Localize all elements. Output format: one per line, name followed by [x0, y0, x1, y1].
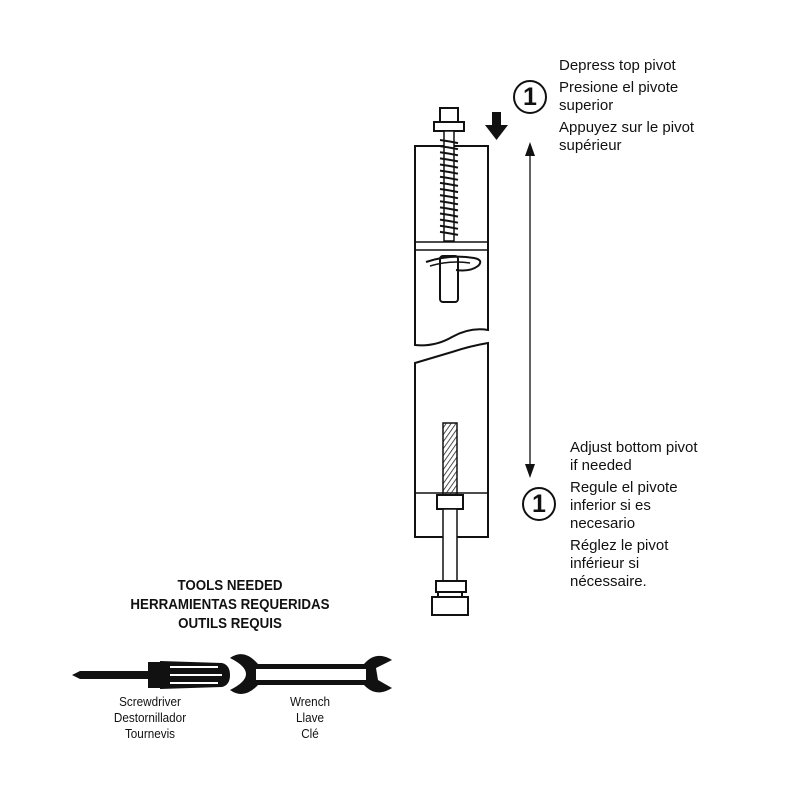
- step-bottom-line-fr-3: nécessaire.: [570, 573, 647, 590]
- step-bottom-line-fr-1: Réglez le pivot: [570, 537, 669, 554]
- wrench-label-fr: Clé: [301, 726, 319, 741]
- step-top-line-es-1: Presione el pivote: [559, 79, 679, 96]
- tools-title: TOOLS NEEDED HERRAMIENTAS REQUERIDAS OUT…: [110, 577, 349, 634]
- arrow-down-icon: [485, 112, 508, 140]
- tools-title-es: HERRAMIENTAS REQUERIDAS: [130, 597, 330, 613]
- step-top-line-fr-2: supérieur: [559, 137, 622, 154]
- step-number-top: 1: [513, 80, 547, 114]
- wrench-label-en: Wrench: [289, 694, 331, 709]
- double-arrow-icon: [525, 142, 535, 478]
- step-number-bottom: 1: [522, 487, 556, 521]
- tools-title-fr: OUTILS REQUIS: [178, 616, 282, 632]
- pivot-clip: [425, 255, 482, 303]
- step-top-line-en: Depress top pivot: [559, 57, 676, 74]
- screwdriver-label: Screwdriver Destornillador Tournevis: [87, 694, 213, 742]
- door-top-section: [414, 145, 489, 347]
- step-bottom-line-es-3: necesario: [570, 515, 636, 532]
- wrench-icon: [230, 654, 392, 694]
- screwdriver-icon: [72, 661, 230, 689]
- bottom-pivot: [431, 422, 469, 616]
- tools-title-en: TOOLS NEEDED: [177, 578, 283, 594]
- screwdriver-label-en: Screwdriver: [119, 694, 181, 709]
- wrench-label: Wrench Llave Clé: [265, 694, 355, 742]
- step-bottom-line-es-2: inferior si es: [570, 497, 651, 514]
- step-bottom-line-fr-2: inférieur si: [570, 555, 640, 572]
- step-top-line-fr-1: Appuyez sur le pivot: [559, 119, 695, 136]
- screwdriver-label-es: Destornillador: [113, 710, 187, 725]
- step-bottom-line-es-1: Regule el pivote: [570, 479, 678, 496]
- screwdriver-label-fr: Tournevis: [124, 726, 176, 741]
- wrench-label-es: Llave: [296, 710, 324, 725]
- step-top-line-es-2: superior: [559, 97, 614, 114]
- step-top-text: Depress top pivot Presione el pivote sup…: [559, 57, 759, 155]
- step-bottom-text: Adjust bottom pivot if needed Regule el …: [570, 439, 770, 591]
- spring-coil: [439, 139, 459, 236]
- step-bottom-line-en-2: if needed: [570, 457, 632, 474]
- step-bottom-line-en-1: Adjust bottom pivot: [570, 439, 698, 456]
- pivot-spring: [439, 139, 459, 236]
